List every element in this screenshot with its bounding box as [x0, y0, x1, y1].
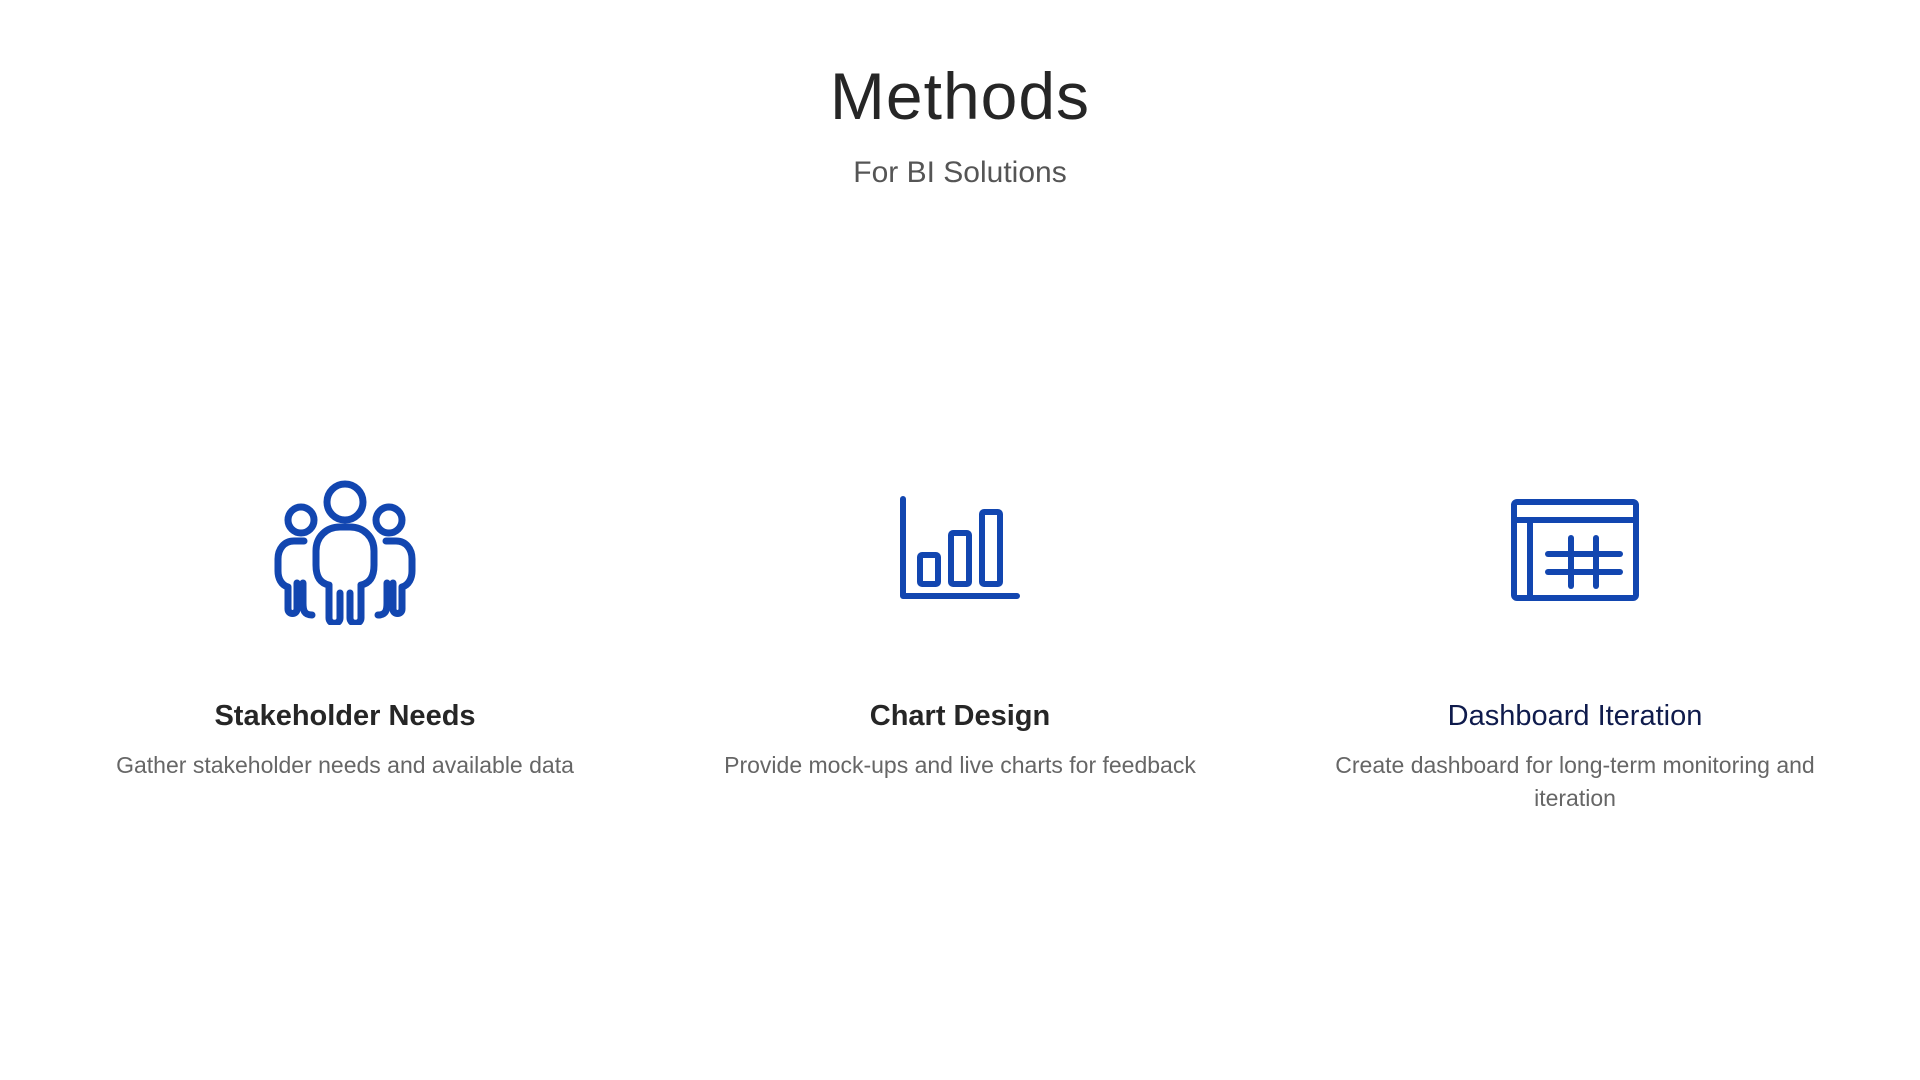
method-card-dashboard-iteration: Dashboard Iteration Create dashboard for… — [1295, 470, 1855, 815]
people-group-icon — [65, 470, 625, 630]
method-title: Dashboard Iteration — [1447, 700, 1703, 732]
method-description: Gather stakeholder needs and available d… — [116, 752, 574, 778]
method-description: Create dashboard for long-term monitorin… — [1335, 752, 1815, 811]
page-subtitle: For BI Solutions — [853, 156, 1067, 189]
method-title: Stakeholder Needs — [214, 700, 476, 732]
method-card-stakeholder-needs: Stakeholder Needs Gather stakeholder nee… — [65, 470, 625, 782]
method-title: Chart Design — [869, 700, 1051, 732]
bar-chart-icon — [680, 470, 1240, 630]
method-card-chart-design: Chart Design Provide mock-ups and live c… — [680, 470, 1240, 782]
page-title: Methods — [829, 59, 1091, 133]
dashboard-grid-icon — [1295, 470, 1855, 630]
method-description: Provide mock-ups and live charts for fee… — [724, 752, 1196, 778]
